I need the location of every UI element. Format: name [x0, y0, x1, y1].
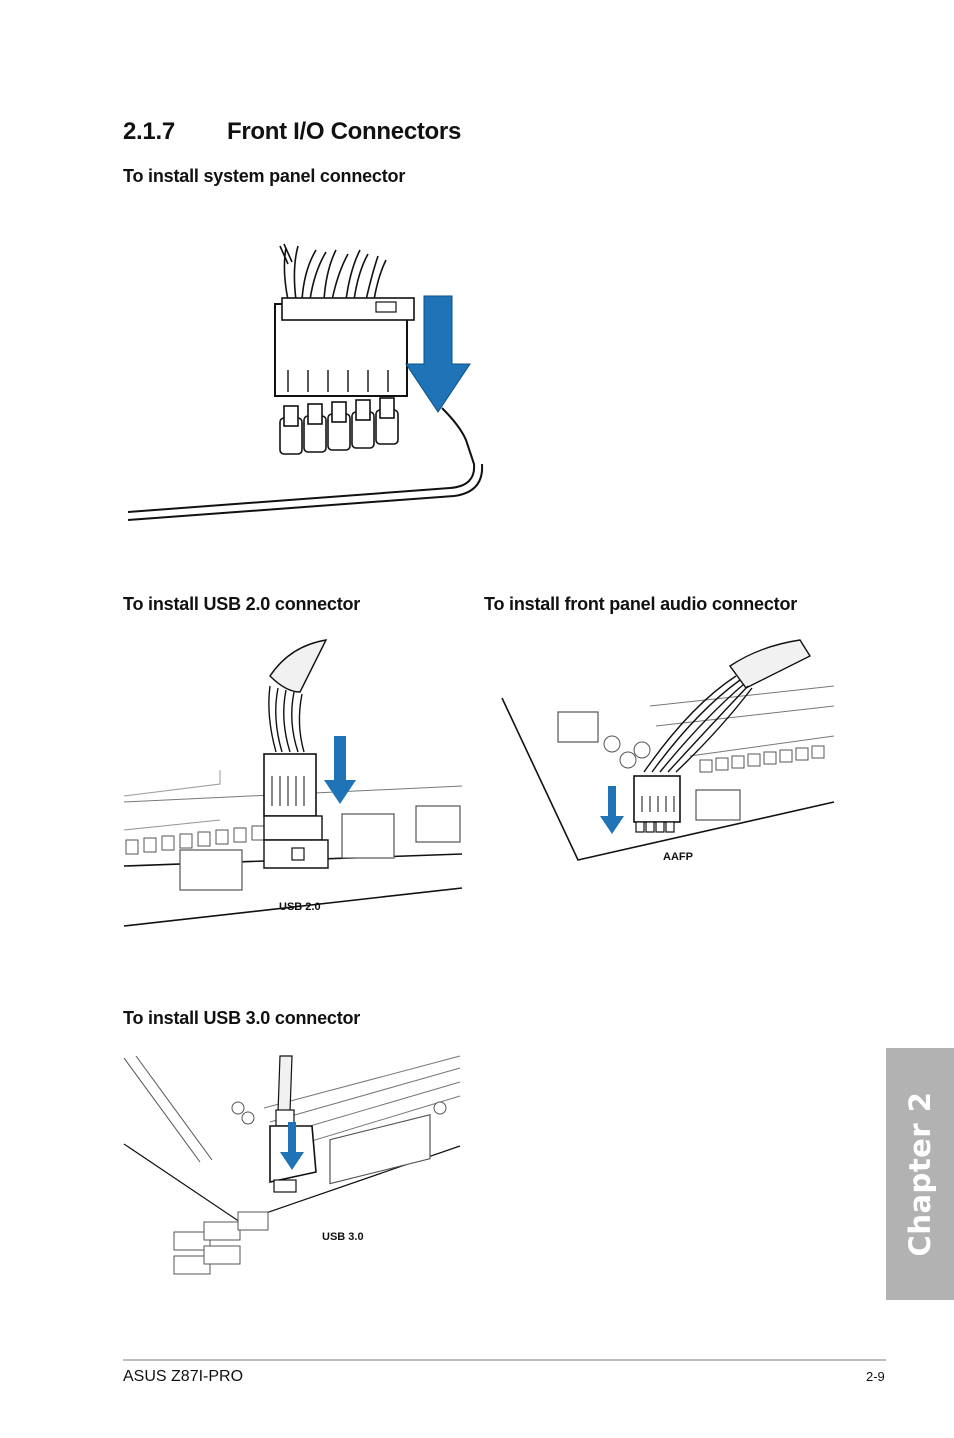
down-arrow-icon: [324, 736, 356, 804]
down-arrow-icon: [280, 1122, 304, 1170]
down-arrow-icon: [405, 295, 471, 413]
system-panel-illustration: [127, 243, 484, 521]
subheading-usb30: To install USB 3.0 connector: [123, 1008, 361, 1028]
chapter-tab-label: Chapter 2: [903, 1091, 937, 1257]
aafp-label: AAFP: [663, 851, 693, 863]
footer-page-number: 2-9: [866, 1369, 885, 1384]
usb30-label: USB 3.0: [322, 1231, 364, 1243]
usb30-illustration: [123, 1055, 461, 1275]
chapter-tab: Chapter 2: [886, 1048, 954, 1300]
usb20-illustration: [123, 639, 463, 927]
section-heading: 2.1.7 Front I/O Connectors: [123, 118, 461, 146]
audio-illustration: [501, 639, 835, 861]
footer-divider: [123, 1359, 886, 1361]
usb20-label: USB 2.0: [279, 901, 321, 913]
subheading-usb20: To install USB 2.0 connector: [123, 594, 361, 614]
down-arrow-icon: [600, 786, 624, 834]
subheading-audio: To install front panel audio connector: [484, 594, 798, 614]
section-number: 2.1.7: [123, 118, 175, 145]
subheading-system-panel: To install system panel connector: [123, 166, 406, 186]
footer-product: ASUS Z87I-PRO: [123, 1368, 244, 1385]
section-title: Front I/O Connectors: [227, 118, 462, 145]
